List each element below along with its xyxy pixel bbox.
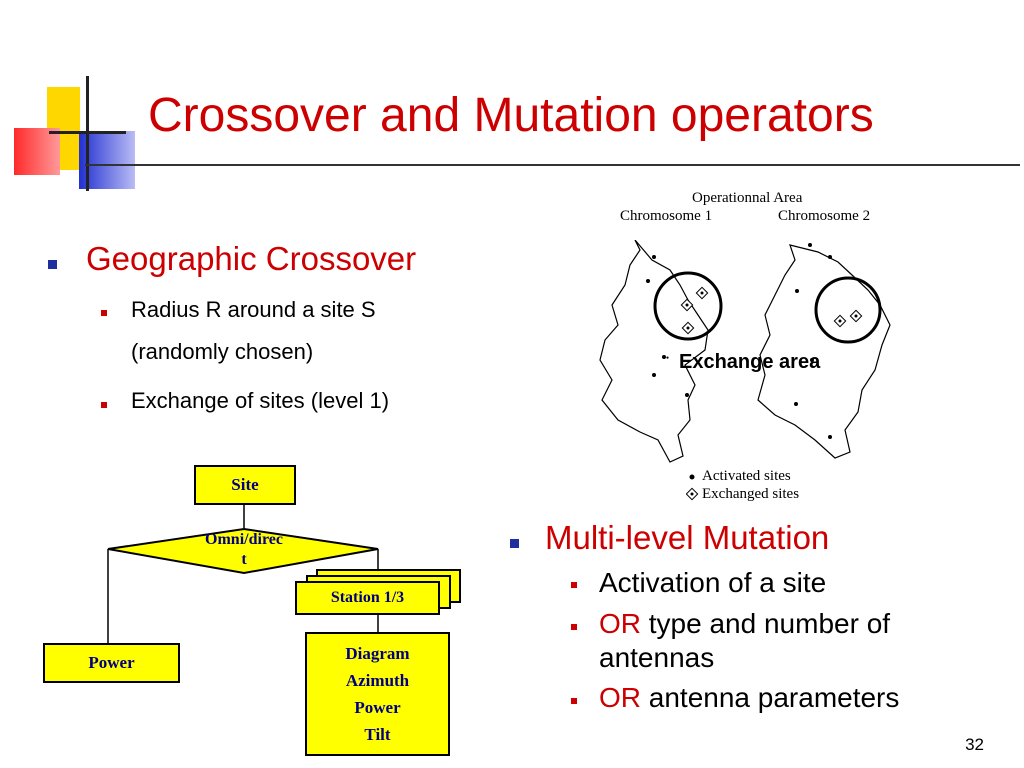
decision-diamond <box>107 527 379 575</box>
bullet-antenna-params: OR antenna parameters <box>599 681 899 715</box>
operational-area-map <box>599 240 891 463</box>
bullet-square-icon <box>510 539 519 548</box>
page-number: 32 <box>965 735 984 754</box>
param-tilt: Tilt <box>364 725 391 744</box>
geographic-crossover-heading: Geographic Crossover <box>86 240 417 277</box>
bullet-antenna-params-text: antenna parameters <box>641 682 900 713</box>
bullet-square-icon <box>571 582 577 588</box>
map-legend-symbols <box>686 474 699 501</box>
or-keyword: OR <box>599 608 641 639</box>
decision-label-line2: t <box>241 551 247 568</box>
bullet-radius-line2: (randomly chosen) <box>131 339 314 364</box>
site-label: Site <box>231 475 259 494</box>
param-power: Power <box>354 698 401 717</box>
exchange-circle-2 <box>814 276 882 344</box>
param-diagram: Diagram <box>345 644 410 663</box>
activated-site-icon <box>689 474 695 480</box>
exchange-circle-1 <box>653 271 723 341</box>
bullet-square-icon <box>101 402 107 408</box>
deco-red-block <box>14 128 60 175</box>
station-label: Station 1/3 <box>330 589 405 606</box>
legend-activated: Activated sites <box>702 468 791 484</box>
decision-label: Omni/direc t <box>180 530 308 570</box>
chromosome2-label: Chromosome 2 <box>778 208 871 224</box>
bullet-radius-line1: Radius R around a site S <box>131 297 376 322</box>
map-title: Operationnal Area <box>692 190 803 206</box>
bullet-activation: Activation of a site <box>599 567 827 598</box>
station-box: Station 1/3 <box>295 581 440 615</box>
bullet-square-icon <box>101 310 107 316</box>
bullet-type-number-cont: antennas <box>599 642 715 673</box>
param-azimuth: Azimuth <box>345 671 410 690</box>
chromosome2-area <box>757 244 891 459</box>
decision-label-line1: Omni/direc <box>205 531 283 548</box>
exchange-area-label: Exchange area <box>679 351 821 373</box>
bullet-type-number-text: type and number of <box>641 608 891 639</box>
bullet-type-number: OR type and number of <box>599 607 890 641</box>
bullet-square-icon <box>48 260 57 269</box>
bullet-square-icon <box>571 698 577 704</box>
site-box: Site <box>194 465 296 505</box>
or-keyword: OR <box>599 682 641 713</box>
power-label: Power <box>88 653 135 672</box>
slide-title: Crossover and Mutation operators <box>148 89 874 142</box>
legend-exchanged: Exchanged sites <box>702 486 800 502</box>
chromosome1-label: Chromosome 1 <box>620 208 713 224</box>
power-box: Power <box>43 643 180 683</box>
deco-horizontal-line <box>49 131 126 134</box>
title-underline <box>85 164 1020 166</box>
bullet-square-icon <box>571 624 577 630</box>
multi-level-mutation-heading: Multi-level Mutation <box>545 519 830 556</box>
exchange-area-dot: ● <box>666 355 670 361</box>
bullet-exchange-sites: Exchange of sites (level 1) <box>131 388 390 413</box>
parameters-box: Diagram Azimuth Power Tilt <box>305 632 450 756</box>
chromosome1-area <box>599 240 709 463</box>
